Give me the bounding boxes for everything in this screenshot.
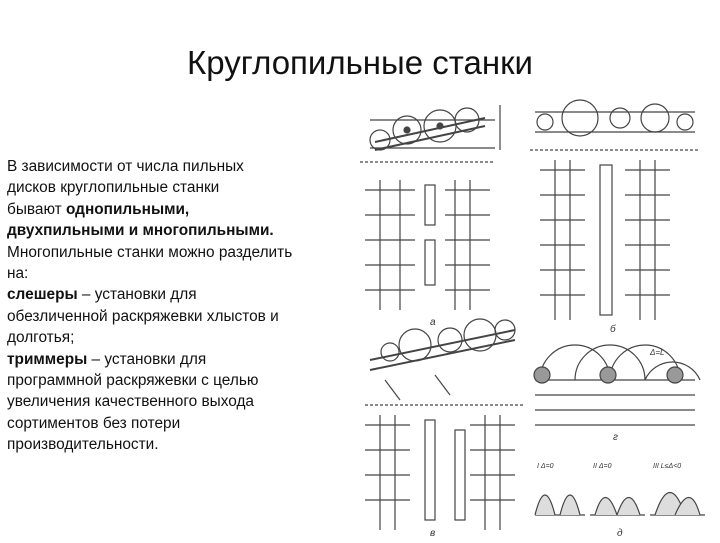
diagram-a-side-view xyxy=(360,105,501,163)
term-trimmers: триммеры xyxy=(7,350,88,368)
text-line: производительности. xyxy=(7,436,159,454)
figure-label-delta-zero-2: II Δ=0 xyxy=(593,463,612,470)
text-line: Многопильные станки можно разделить xyxy=(7,243,293,261)
figure-label-delta-l-3: III L≤Δ<0 xyxy=(653,463,681,470)
diagram-v-plan-view xyxy=(365,415,515,530)
figure-label-delta-eq-l: Δ=L xyxy=(649,348,665,357)
text-line: двухпильными и многопильными. xyxy=(7,220,347,241)
text-fragment: – установки для xyxy=(77,286,197,304)
term-slashers: слешеры xyxy=(7,286,78,304)
diagram-v-side-view xyxy=(365,318,525,406)
text-line: увеличения качественного выхода xyxy=(7,393,254,411)
diagram-d-curves xyxy=(534,492,705,516)
text-fragment: бывают xyxy=(7,200,66,218)
text-line: сортиментов без потери xyxy=(7,414,181,432)
machine-diagrams: а б в г д Δ=L I Δ=0 II Δ=0 III L≤Δ<0 xyxy=(355,90,717,539)
text-line: обезличенной раскряжевки хлыстов и xyxy=(7,307,279,325)
text-line: на: xyxy=(7,265,29,283)
figure-label-d: д xyxy=(617,528,623,538)
term-double-multi: двухпильными и многопильными. xyxy=(7,222,274,240)
body-text: В зависимости от числа пильных дисков кр… xyxy=(7,156,347,456)
text-line: В зависимости от числа пильных xyxy=(7,158,244,175)
diagram-svg: а б в г д Δ=L I Δ=0 II Δ=0 III L≤Δ<0 xyxy=(360,99,705,539)
figure-label-v: в xyxy=(430,528,435,538)
term-single: однопильными, xyxy=(65,200,190,218)
diagram-b-side-view xyxy=(530,99,700,151)
text-line: программной раскряжевки с целью xyxy=(7,372,259,390)
diagram-a-plan-view xyxy=(365,180,490,310)
text-line: бывают однопильными, xyxy=(7,199,347,220)
text-line: слешеры – установки для xyxy=(7,284,347,305)
text-line: дисков круглопильные станки xyxy=(7,179,220,197)
text-fragment: – установки для xyxy=(87,350,207,368)
text-line: долготья; xyxy=(7,329,75,347)
text-line: триммеры – установки для xyxy=(7,349,347,370)
figure-label-delta-zero-1: I Δ=0 xyxy=(537,463,554,470)
figure-label-g: г xyxy=(613,432,618,443)
figure-label-a: а xyxy=(430,317,436,328)
diagram-b-plan-view xyxy=(540,160,670,320)
diagram-g-arcs xyxy=(533,344,701,426)
slide-title: Круглопильные станки xyxy=(187,44,533,81)
figure-label-b: б xyxy=(610,323,616,335)
